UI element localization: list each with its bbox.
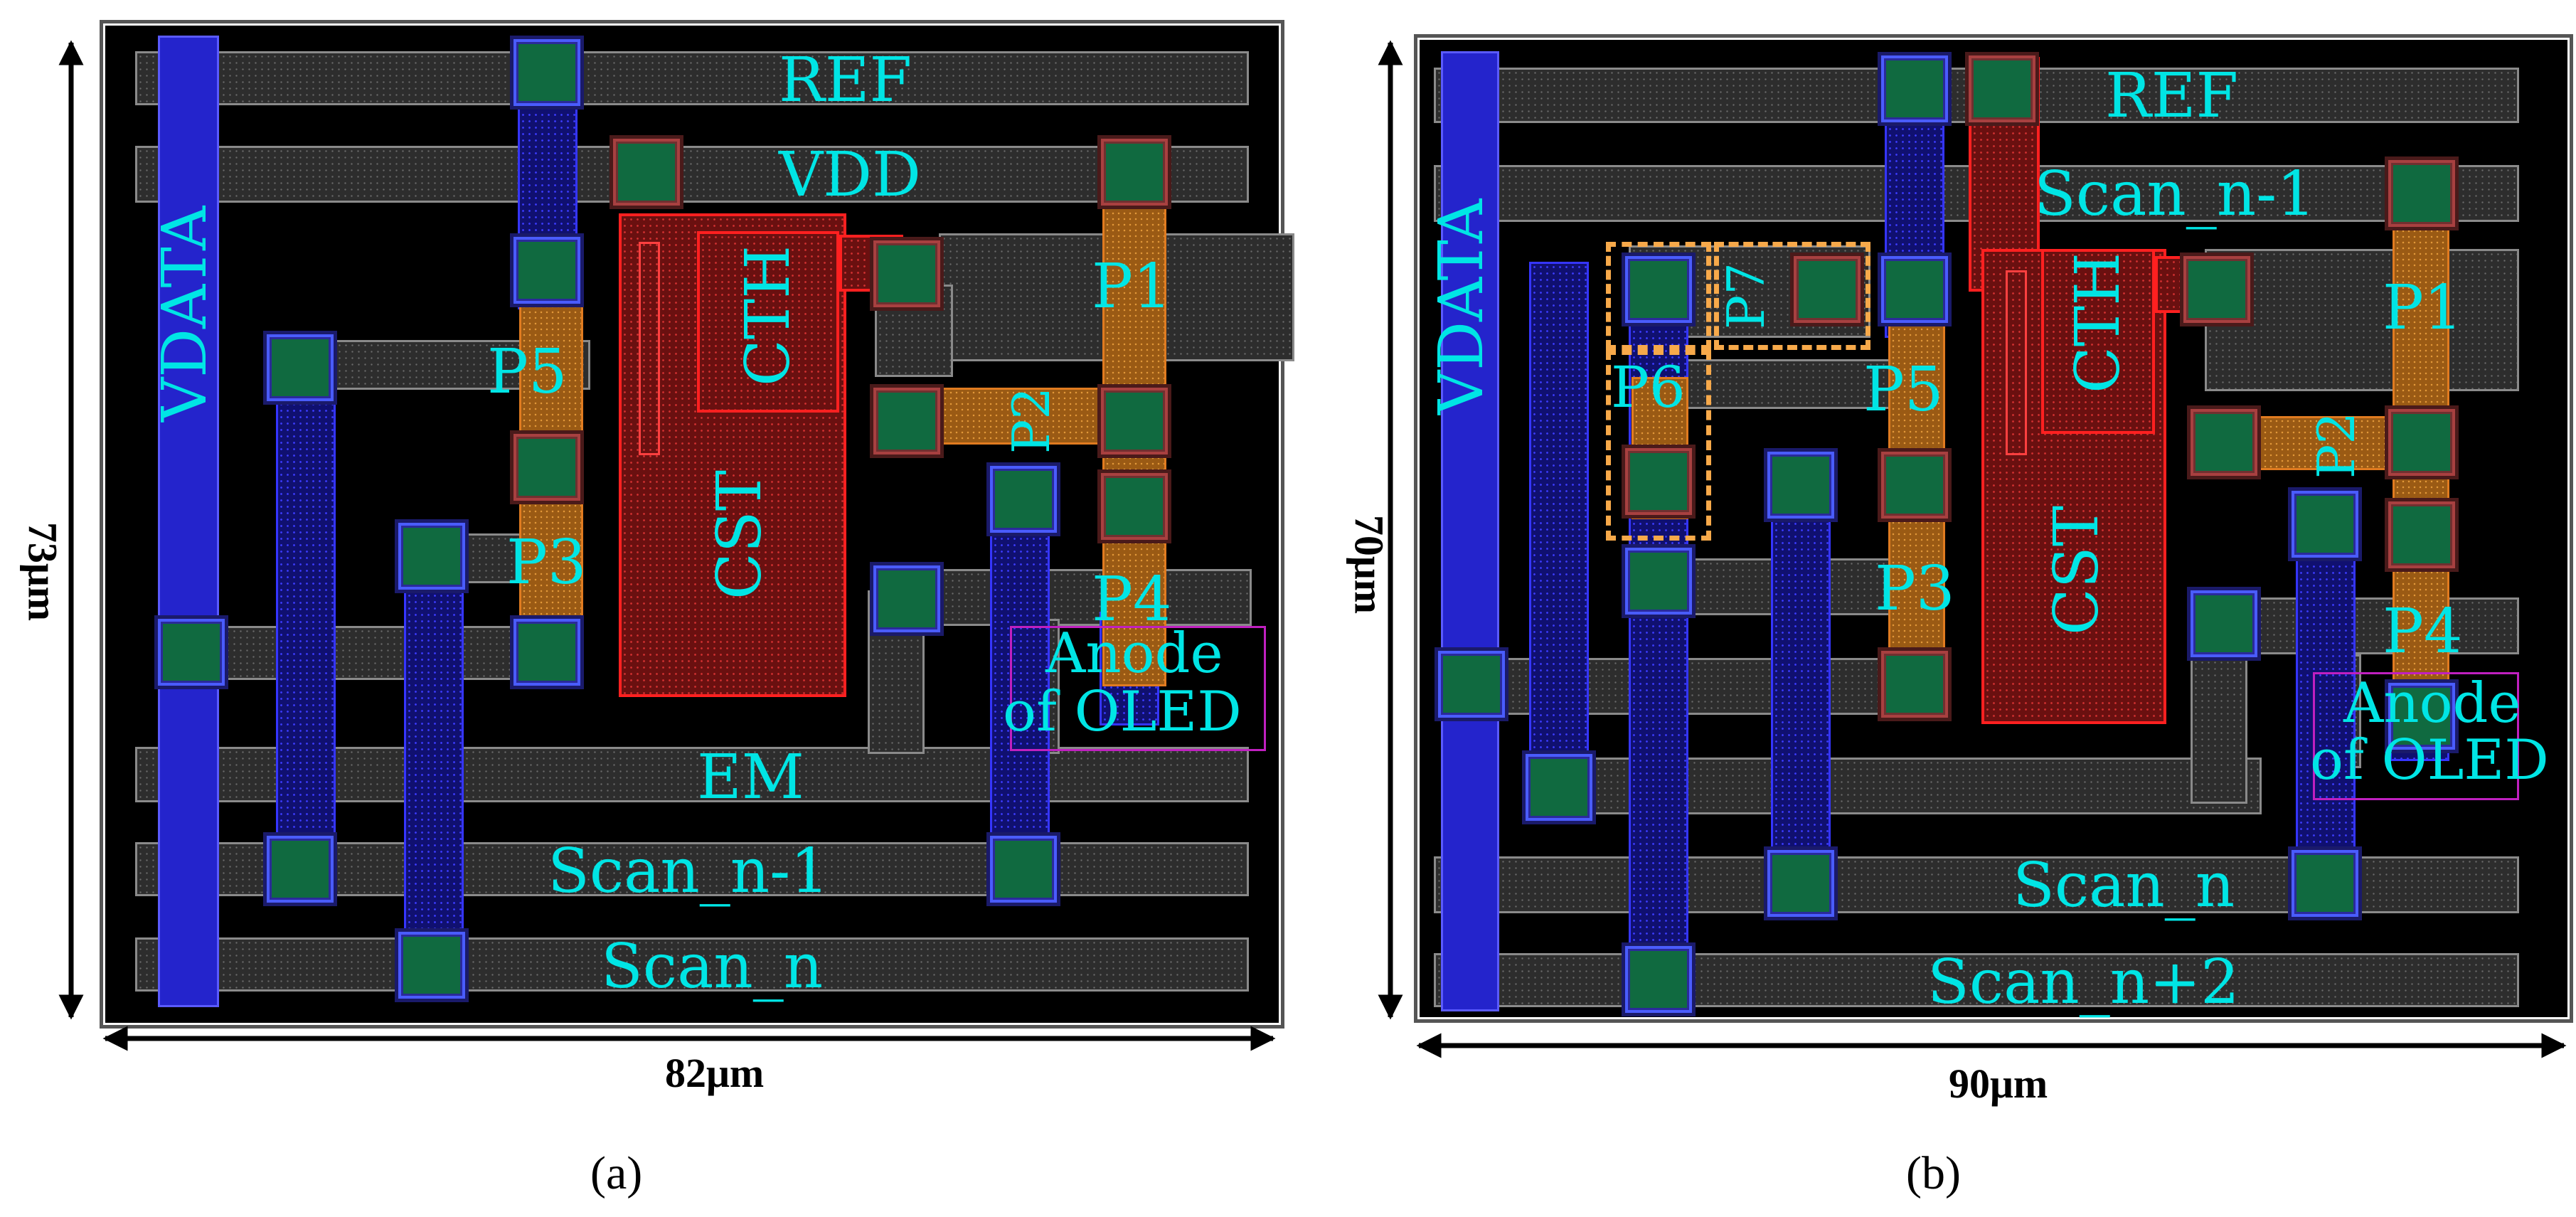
via-contact <box>267 334 334 401</box>
metal-column <box>276 341 336 882</box>
metal-column <box>404 526 464 982</box>
scan-prev-label: Scan_n-1 <box>548 836 829 907</box>
cst-inner <box>639 242 660 455</box>
metal-column <box>990 469 1050 882</box>
width-dimension-label: 90μm <box>1949 1061 2048 1107</box>
via-contact <box>1101 388 1168 455</box>
via-contact <box>2388 683 2455 750</box>
via-contact <box>2292 491 2358 558</box>
via-contact <box>513 434 580 501</box>
scan-line <box>135 937 1249 992</box>
p1-label: P1 <box>2383 272 2463 344</box>
via-contact <box>2191 409 2257 476</box>
scan-prev-label: Scan_n-1 <box>2034 159 2316 230</box>
anode-area <box>1010 626 1266 751</box>
scan-next2-line <box>1434 953 2519 1007</box>
p5-label: P5 <box>487 336 568 408</box>
metal-column <box>2296 491 2356 903</box>
caption-a: (a) <box>590 1147 643 1199</box>
via-contact <box>1969 55 2035 122</box>
highlight-p6 <box>1606 350 1711 541</box>
via-contact <box>2191 590 2257 657</box>
via-contact <box>873 388 940 455</box>
via-contact <box>398 932 465 999</box>
via-contact <box>1101 473 1168 540</box>
anode-area <box>2313 672 2519 800</box>
anode-label-line2: of OLED <box>1003 680 1242 744</box>
vdata-line <box>1441 51 1499 1011</box>
scan-label: Scan_n <box>601 931 824 1002</box>
via-contact <box>1881 256 1948 323</box>
via-contact <box>1625 548 1692 615</box>
ref-label: REF <box>2105 60 2239 132</box>
via-contact <box>158 619 225 686</box>
highlight-p6-p7-top <box>1606 242 1711 350</box>
width-dimension-label: 82μm <box>665 1050 765 1096</box>
vdata-trace <box>178 626 576 680</box>
via-contact <box>2388 501 2455 568</box>
via-contact <box>1794 256 1861 323</box>
anode-label-line1: Anode <box>2343 671 2521 735</box>
via-contact <box>1767 850 1834 917</box>
p4-trace <box>896 569 1252 626</box>
via-contact <box>990 466 1057 533</box>
via-contact <box>1881 651 1948 718</box>
via-contact <box>1438 651 1505 718</box>
via-contact <box>873 565 940 632</box>
via-contact <box>1101 139 1168 206</box>
metal-column <box>1771 448 1831 903</box>
via-contact <box>1881 452 1948 519</box>
via-contact <box>1767 452 1834 519</box>
via-contact <box>2292 850 2358 917</box>
em-label: EM <box>697 742 804 813</box>
via-contact <box>2388 409 2455 476</box>
via-contact <box>990 836 1057 903</box>
caption-b: (b) <box>1906 1147 1961 1199</box>
via-contact <box>398 523 465 590</box>
via-contact <box>267 836 334 903</box>
ref-label: REF <box>779 45 912 116</box>
anode-label-line1: Anode <box>1045 622 1223 686</box>
via-contact <box>513 619 580 686</box>
cst-inner <box>2006 270 2027 455</box>
via-contact <box>613 139 680 206</box>
p6-label: P6 <box>1611 354 1686 420</box>
p3-label: P3 <box>1875 553 1955 625</box>
ref-line <box>135 51 1249 105</box>
scan-label: Scan_n <box>2013 850 2235 921</box>
metal-column <box>1529 262 1589 817</box>
p3-label: P3 <box>506 527 587 598</box>
via-contact <box>1625 946 1692 1013</box>
anode-label-line2: of OLED <box>2310 728 2549 792</box>
p4-label: P4 <box>2383 596 2463 667</box>
p4-label: P4 <box>1092 564 1172 635</box>
p1-label: P1 <box>1092 251 1172 322</box>
via-contact <box>513 237 580 304</box>
via-contact <box>2388 160 2455 227</box>
via-contact <box>873 240 940 307</box>
via-contact <box>1625 448 1692 515</box>
via-contact <box>1625 256 1692 323</box>
vdata-line <box>158 36 219 1007</box>
via-contact <box>2183 256 2250 323</box>
vdd-label: VDD <box>779 139 922 211</box>
cth-capacitor <box>2041 249 2155 434</box>
via-contact <box>1881 55 1948 122</box>
via-contact <box>1526 754 1592 821</box>
via-contact <box>513 39 580 106</box>
cth-capacitor <box>697 231 839 413</box>
p5-label: P5 <box>1863 354 1944 425</box>
vdd-line <box>135 146 1249 203</box>
highlight-p7 <box>1714 242 1870 350</box>
scan-next2-label: Scan_n+2 <box>1927 947 2240 1018</box>
